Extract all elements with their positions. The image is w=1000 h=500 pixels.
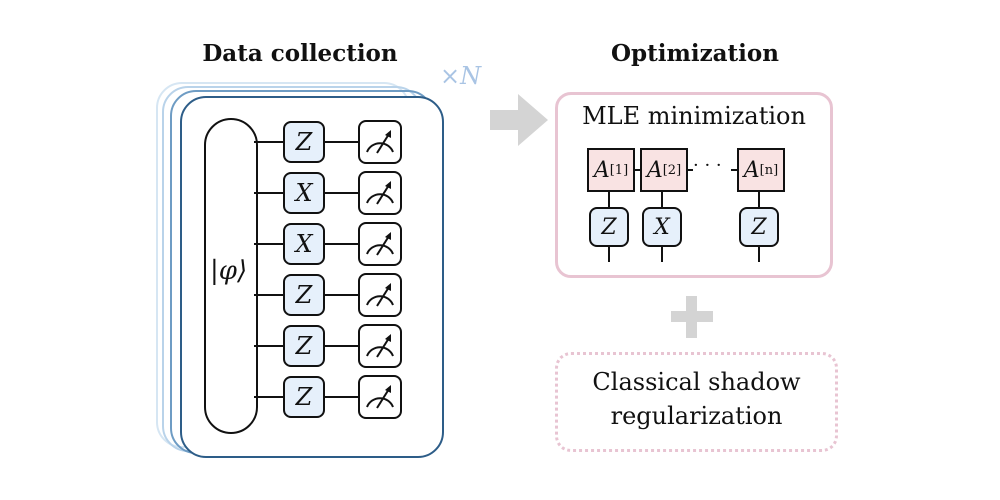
pauli-gate-x: X: [283, 172, 325, 214]
meter-icon: [358, 222, 402, 266]
meter-icon: [358, 120, 402, 164]
wire: [325, 396, 358, 398]
meter-icon: [358, 273, 402, 317]
pauli-gate-x: X: [283, 223, 325, 265]
quantum-state-block: [204, 118, 258, 434]
bond-link: [635, 169, 640, 171]
wire: [254, 243, 284, 245]
tensor-a-3: A[n]: [737, 148, 785, 192]
wire: [325, 345, 358, 347]
wire: [254, 192, 284, 194]
optimization-title: Optimization: [611, 40, 779, 67]
plus-icon: [671, 296, 713, 338]
pauli-gate-z: Z: [283, 376, 325, 418]
wire: [254, 294, 284, 296]
repeat-label: ×N: [440, 62, 482, 90]
pauli-gate-z: Z: [283, 274, 325, 316]
mle-label: MLE minimization: [582, 102, 806, 130]
tensor-a-2: A[2]: [640, 148, 688, 192]
bond-wire: [661, 192, 663, 208]
data-collection-title: Data collection: [202, 40, 398, 67]
wire: [325, 141, 358, 143]
wire: [325, 294, 358, 296]
state-label: |φ⟩: [210, 256, 248, 286]
wire: [325, 243, 358, 245]
wire: [254, 141, 284, 143]
bond-link: [688, 169, 693, 171]
wire: [254, 396, 284, 398]
physical-wire: [661, 247, 663, 262]
meter-icon: [358, 375, 402, 419]
regularization-line-1: Classical shadow: [592, 368, 801, 396]
ellipsis: · · ·: [693, 155, 722, 176]
pauli-gate-x: X: [642, 207, 682, 247]
meter-icon: [358, 171, 402, 215]
regularization-box: [555, 352, 838, 452]
physical-wire: [758, 247, 760, 262]
wire: [254, 345, 284, 347]
pauli-gate-z: Z: [589, 207, 629, 247]
physical-wire: [608, 247, 610, 262]
pauli-gate-z: Z: [283, 121, 325, 163]
tensor-a-1: A[1]: [587, 148, 635, 192]
bond-link: [731, 169, 737, 171]
regularization-line-2: regularization: [610, 402, 783, 430]
meter-icon: [358, 324, 402, 368]
pauli-gate-z: Z: [739, 207, 779, 247]
mle-minimization-box: [555, 92, 833, 278]
bond-wire: [758, 192, 760, 208]
bond-wire: [608, 192, 610, 208]
right-arrow-icon: [490, 94, 548, 146]
pauli-gate-z: Z: [283, 325, 325, 367]
wire: [325, 192, 358, 194]
